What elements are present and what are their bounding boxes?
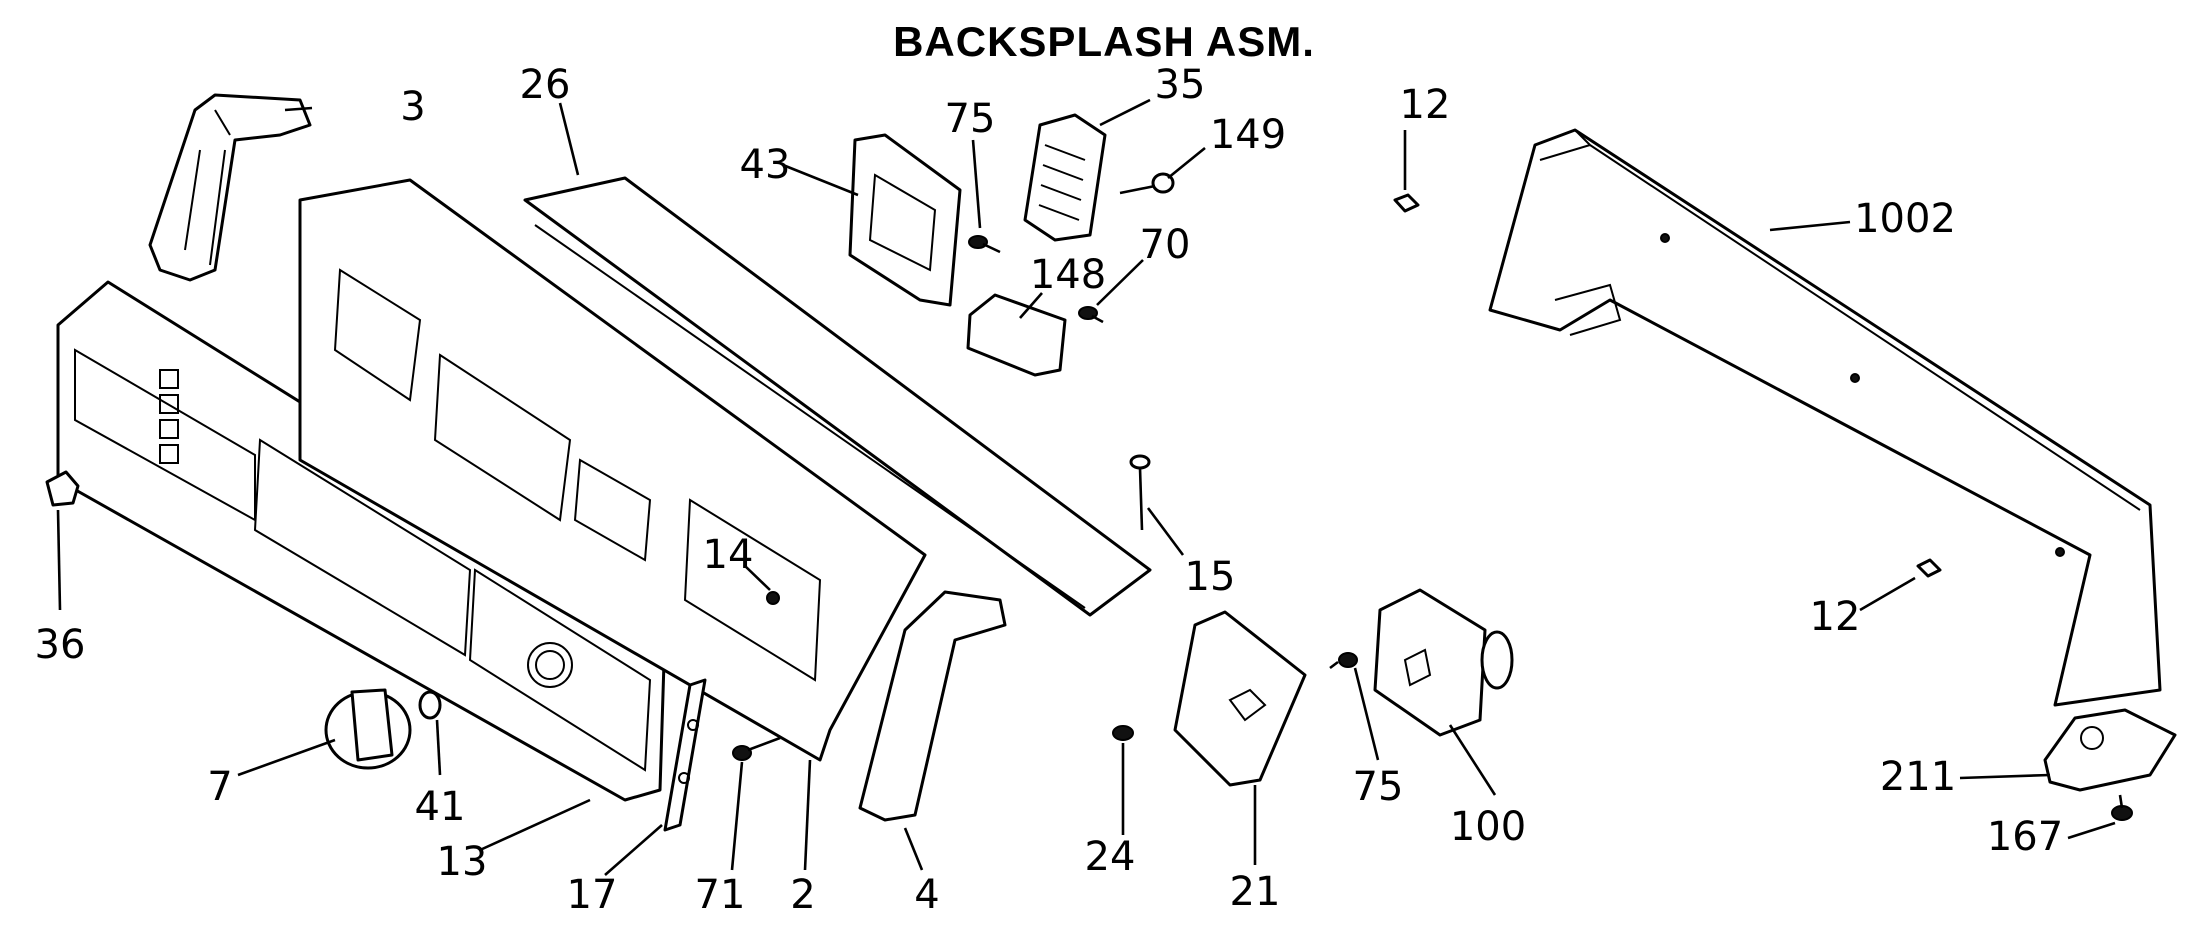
callout-70: 70 — [1140, 222, 1191, 268]
callout-35: 35 — [1155, 62, 1206, 108]
small-bracket-part — [966, 293, 1067, 377]
callout-labels: 3 26 43 75 35 149 12 1002 148 70 36 14 1… — [35, 62, 2064, 918]
control-panel-part — [56, 280, 667, 802]
callout-21: 21 — [1230, 869, 1281, 915]
callout-3: 3 — [400, 84, 425, 130]
callout-12-upper: 12 — [1400, 82, 1451, 128]
leader-lines — [56, 98, 2116, 876]
callout-75-upper: 75 — [945, 96, 996, 142]
screw-75a-part — [968, 235, 1001, 254]
screw-167-part — [2111, 794, 2133, 821]
screw-15-part — [1129, 454, 1151, 531]
diagram-title: BACKSPLASH ASM. — [893, 18, 1315, 65]
right-end-cap-part — [858, 590, 1007, 822]
callout-43: 43 — [740, 142, 791, 188]
left-end-cap-part — [148, 93, 312, 282]
callout-7: 7 — [207, 764, 232, 810]
lever-part — [663, 678, 707, 832]
callout-26: 26 — [520, 62, 571, 108]
switch-block-part — [1023, 113, 1107, 242]
callout-36: 36 — [35, 622, 86, 668]
callout-4: 4 — [914, 872, 939, 918]
screw-75b-part — [1329, 652, 1358, 670]
callout-24: 24 — [1085, 834, 1136, 880]
callout-13: 13 — [437, 839, 488, 885]
callout-1002: 1002 — [1854, 196, 1956, 242]
rear-housing-part — [1488, 128, 2162, 707]
callout-75-lower: 75 — [1353, 764, 1404, 810]
timer-part — [1373, 588, 1514, 737]
screw-24-part — [1112, 725, 1134, 741]
callout-15: 15 — [1185, 554, 1236, 600]
callout-149: 149 — [1210, 112, 1286, 158]
knob-part — [324, 688, 412, 770]
screw-149-part — [1119, 172, 1175, 195]
bracket-part — [848, 133, 962, 307]
callout-17: 17 — [567, 872, 618, 918]
callout-71: 71 — [695, 872, 746, 918]
callout-12-lower: 12 — [1810, 594, 1861, 640]
clip-12b-part — [1916, 558, 1942, 578]
screw-70-part — [1078, 306, 1104, 324]
callout-167: 167 — [1987, 814, 2063, 860]
backsplash-frame-part — [298, 178, 927, 762]
circuit-board-part — [1173, 610, 1307, 787]
callout-41: 41 — [415, 784, 466, 830]
callout-100: 100 — [1450, 804, 1526, 850]
knob-insert-part — [418, 690, 442, 720]
screw-71-part — [732, 736, 781, 761]
top-rail-part — [523, 176, 1152, 617]
callout-2: 2 — [790, 872, 815, 918]
clip-part — [45, 470, 80, 507]
clip-12a-part — [1393, 193, 1420, 213]
callout-148: 148 — [1030, 252, 1106, 298]
hinge-bracket-part — [2043, 708, 2177, 792]
callout-211: 211 — [1880, 754, 1956, 800]
callout-14: 14 — [703, 532, 754, 578]
